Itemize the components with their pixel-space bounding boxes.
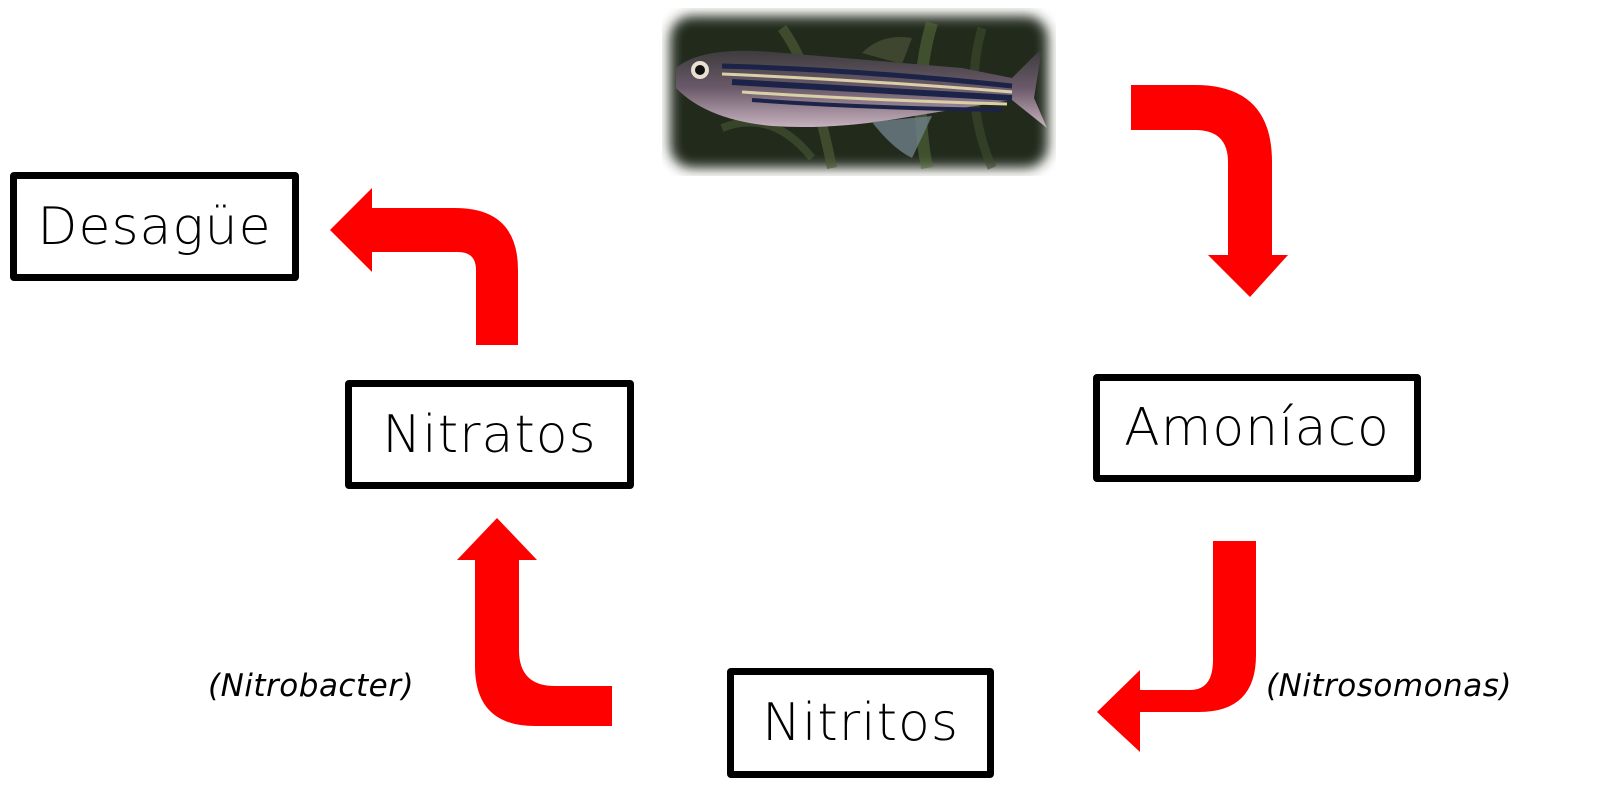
label-nitrobacter: (Nitrobacter) <box>208 668 414 704</box>
node-desague-label: Desagüe <box>37 197 271 257</box>
node-amoniaco-label: Amoníaco <box>1124 398 1390 458</box>
arrow-fish-to-amoniaco <box>1131 85 1288 297</box>
arrow-nitratos-to-desague <box>330 188 518 345</box>
node-nitritos: Nitritos <box>727 668 994 778</box>
node-nitratos-label: Nitratos <box>382 405 596 465</box>
node-amoniaco: Amoníaco <box>1093 374 1421 482</box>
label-nitrosomonas: (Nitrosomonas) <box>1266 668 1512 704</box>
node-desague: Desagüe <box>10 172 299 281</box>
node-nitritos-label: Nitritos <box>762 693 959 753</box>
node-nitratos: Nitratos <box>345 380 634 489</box>
arrow-amoniaco-to-nitritos <box>1097 541 1256 752</box>
arrow-nitritos-to-nitratos <box>457 518 612 726</box>
